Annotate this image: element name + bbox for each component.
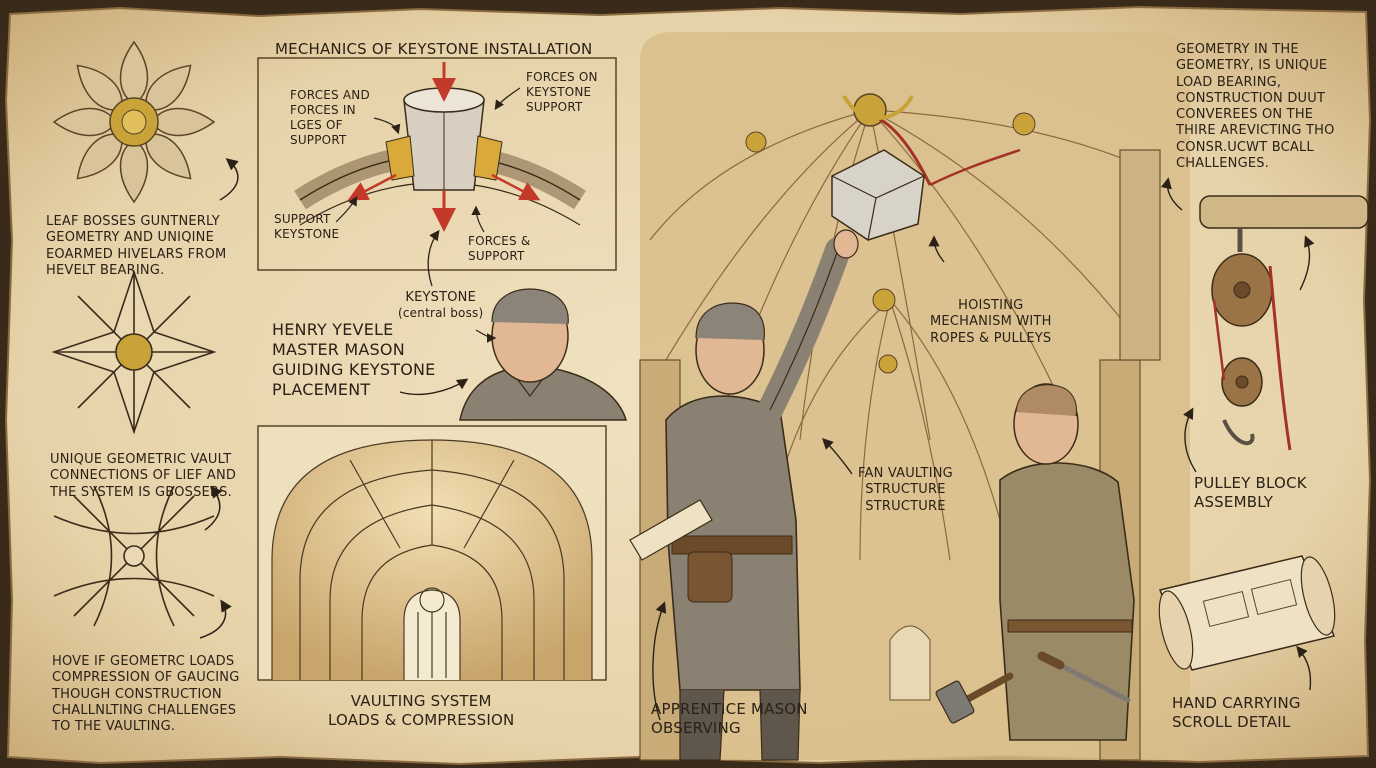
leaf-boss-icon: [52, 40, 216, 204]
rib-junction-icon: [53, 485, 215, 627]
leaf-boss-note: LEAF BOSSES GUNTNERLY GEOMETRY AND UNIQI…: [46, 214, 227, 278]
support-keystone-label: SUPPORT KEYSTONE: [274, 212, 340, 241]
henry-yevele-label: HENRY YEVELE MASTER MASON GUIDING KEYSTO…: [272, 320, 436, 399]
hammer-icon: [935, 672, 1014, 724]
geometry-note: GEOMETRY IN THE GEOMETRY, IS UNIQUE LOAD…: [1176, 42, 1335, 171]
henry-portrait: [459, 288, 628, 421]
geometric-vault-note: UNIQUE GEOMETRIC VAULT CONNECTIONS OF LI…: [50, 452, 237, 500]
apprentice-mason-label: APPRENTICE MASON OBSERVING: [651, 700, 808, 737]
keystone-label: KEYSTONE (central boss): [398, 290, 484, 321]
forces-left-label: FORCES AND FORCES IN LGES OF SUPPORT: [290, 88, 370, 147]
hoisting-mechanism-label: HOISTING MECHANISM WITH ROPES & PULLEYS: [930, 298, 1052, 346]
forces-right-label: FORCES ON KEYSTONE SUPPORT: [526, 70, 598, 114]
vaulting-system-label: VAULTING SYSTEM LOADS & COMPRESSION: [328, 692, 515, 729]
keystone-diagram-title: MECHANICS OF KEYSTONE INSTALLATION: [275, 40, 593, 58]
forces-support-label: FORCES & SUPPORT: [468, 234, 531, 263]
apprentice-figure: [999, 383, 1135, 741]
hoisted-keystone: [831, 94, 1021, 241]
keystone-diagram-icon: [294, 62, 586, 232]
scroll-detail-label: HAND CARRYING SCROLL DETAIL: [1172, 694, 1301, 731]
vaulting-drawing: [271, 439, 593, 680]
fan-vaulting-label: FAN VAULTING STRUCTURE STRUCTURE: [858, 466, 953, 514]
scroll-icon: [1158, 555, 1336, 671]
pulley-block-label: PULLEY BLOCK ASSEMBLY: [1194, 474, 1307, 511]
pulley-block-icon: [1199, 195, 1369, 451]
chisel-icon: [1037, 651, 1131, 703]
loads-compression-note: HOVE IF GEOMETRC LOADS COMPRESSION OF GA…: [52, 654, 240, 734]
master-mason-figure: [629, 229, 859, 761]
star-boss-icon: [51, 269, 217, 435]
keystone-diagram-frame: [257, 57, 617, 271]
